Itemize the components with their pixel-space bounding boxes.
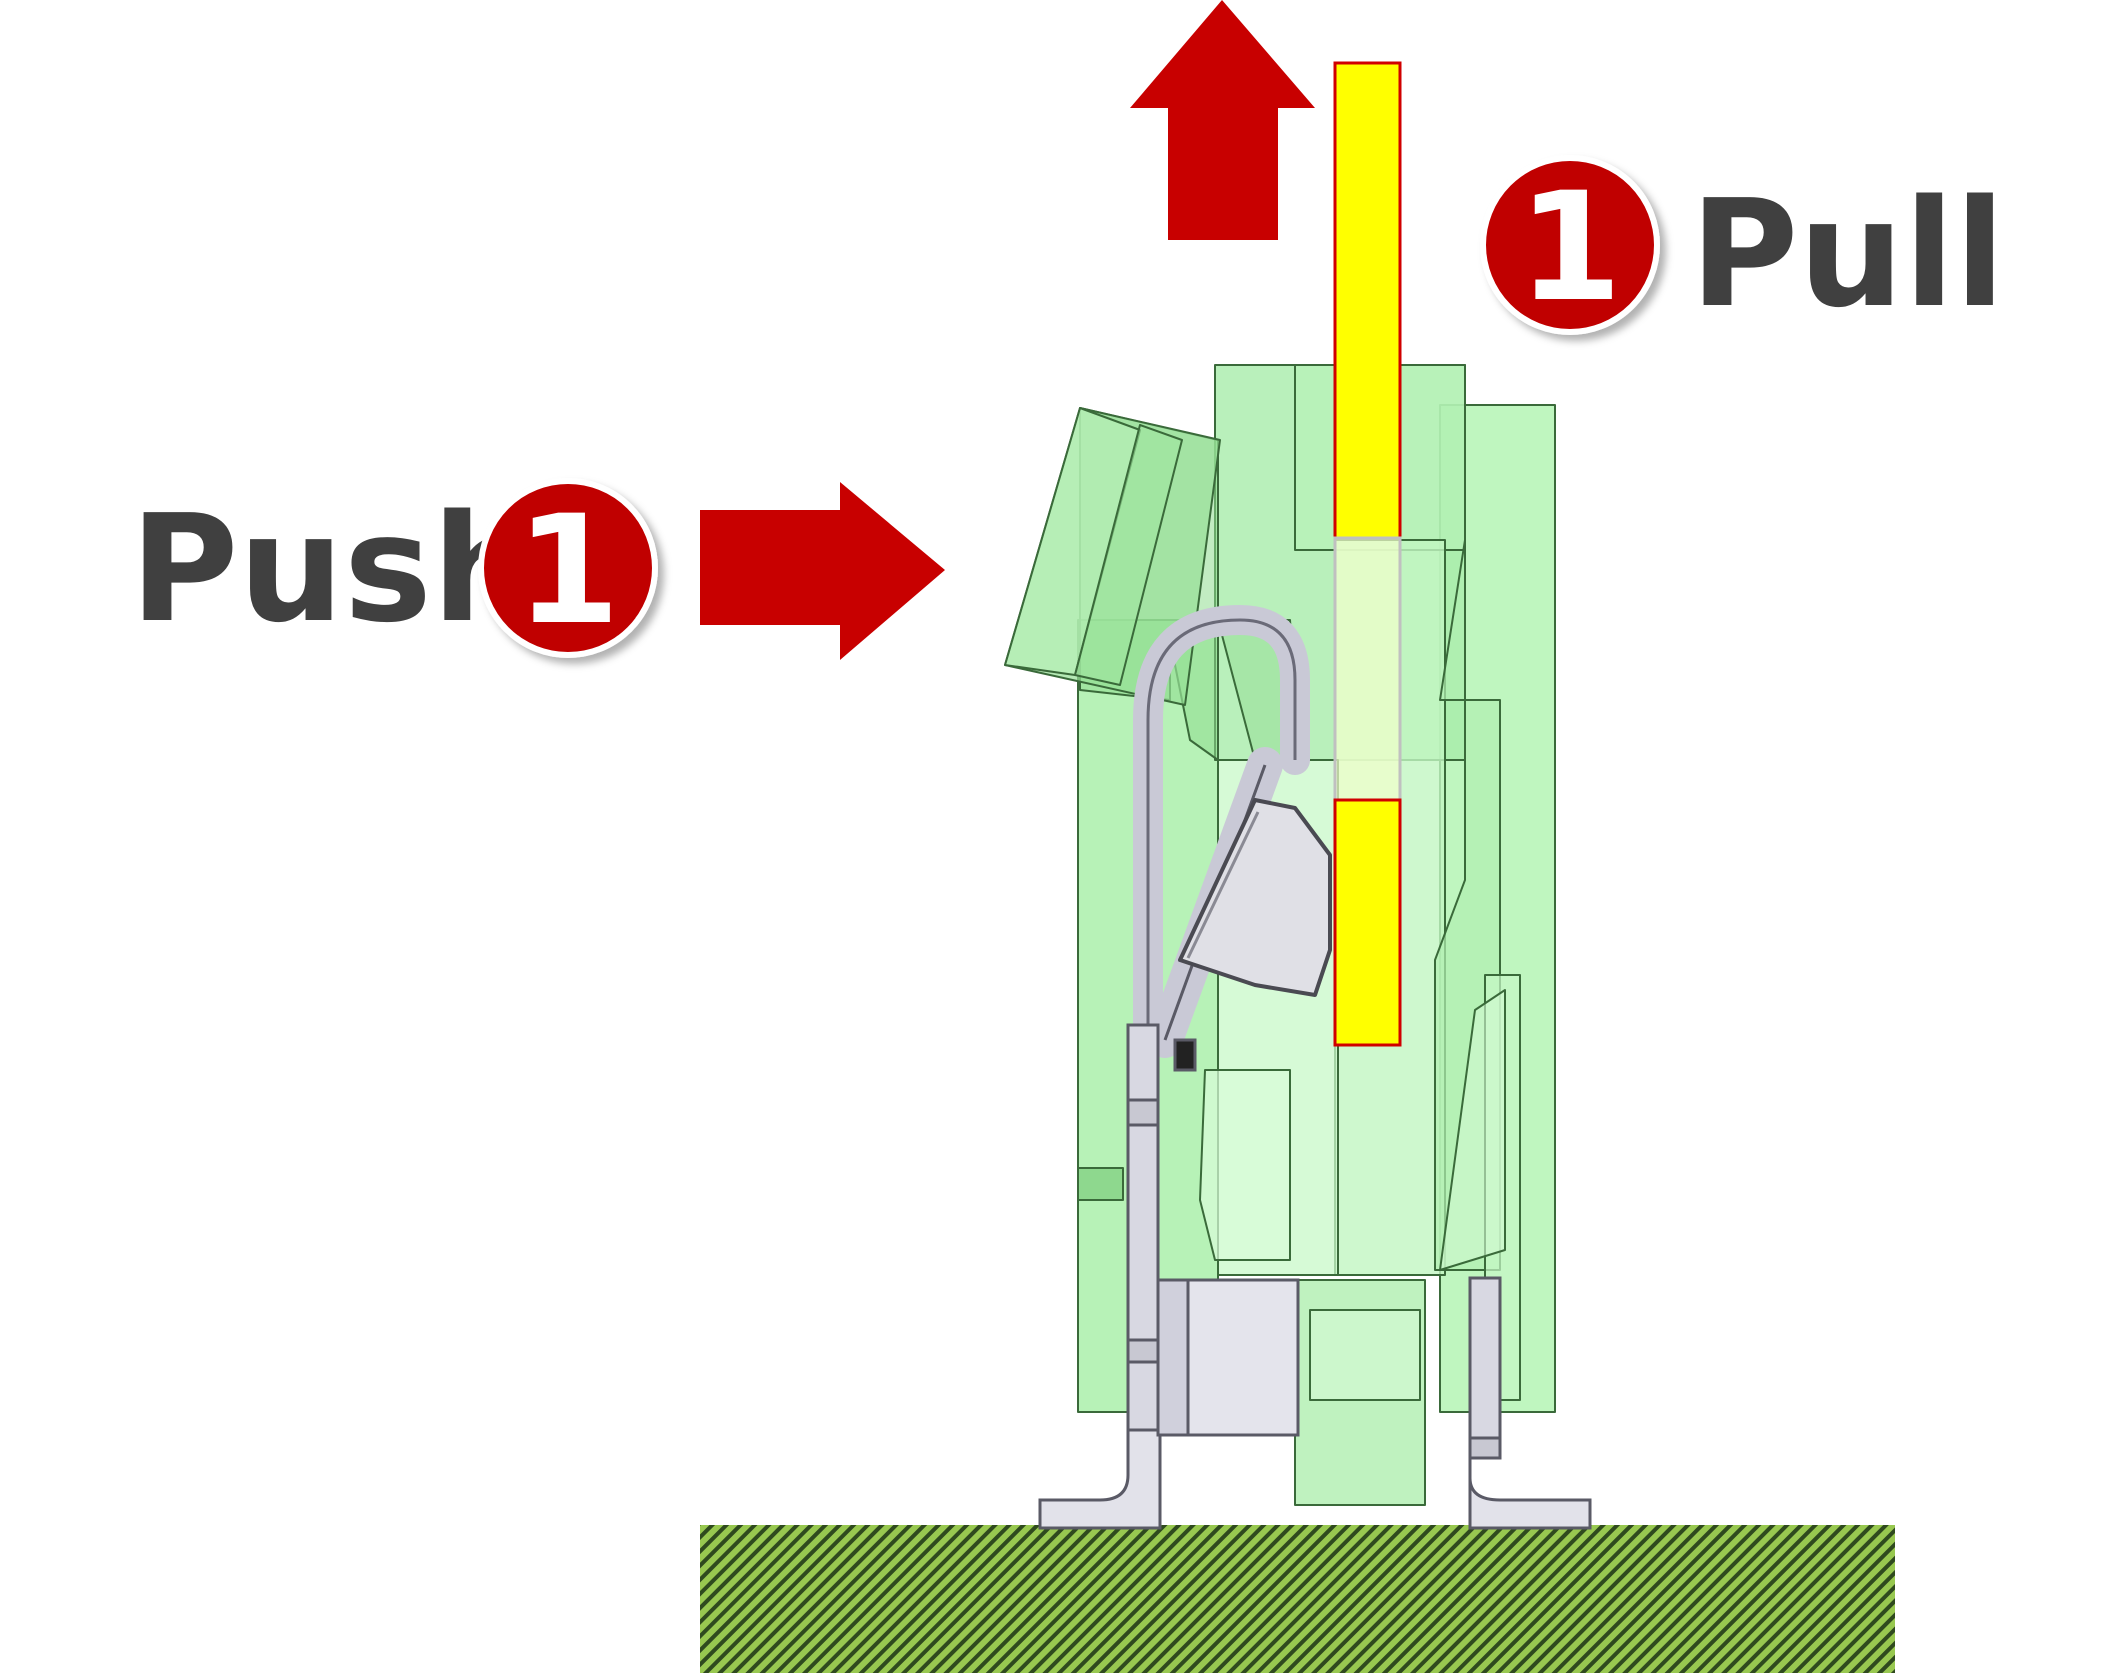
right-terminal (1468, 1276, 1592, 1530)
arrow-right-icon (700, 482, 945, 660)
pull-label: Pull (1690, 168, 2005, 340)
push-label-group: Push 1 (130, 478, 658, 658)
pcb-board (700, 1525, 1895, 1673)
pull-step-number: 1 (1518, 161, 1622, 335)
arrow-up-icon (1130, 0, 1315, 240)
pull-label-group: 1 Pull (1480, 155, 2005, 340)
pull-step-badge (1480, 155, 1660, 335)
push-step-number: 1 (516, 484, 620, 658)
contact-cam (1178, 798, 1332, 997)
push-step-badge (478, 478, 658, 658)
terminal-base (1156, 1278, 1300, 1437)
flat-cable-card (1333, 61, 1402, 1047)
push-label: Push (130, 483, 537, 655)
actuator-lever (1004, 407, 1301, 761)
left-terminal (1038, 1023, 1197, 1530)
